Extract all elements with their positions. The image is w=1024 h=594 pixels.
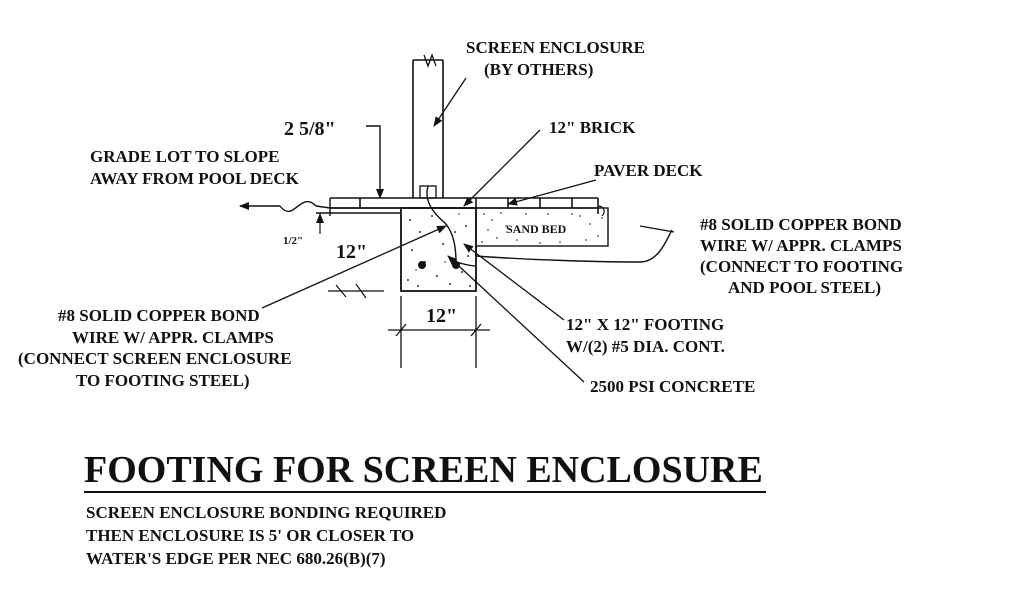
dim-top-label: 2 5/8" — [284, 118, 336, 140]
label-bond-left-4: TO FOOTING STEEL) — [76, 371, 250, 390]
label-bond-left-2: WIRE W/ APPR. CLAMPS — [72, 328, 274, 347]
label-footing-1: 12" X 12" FOOTING — [566, 315, 724, 334]
leaders — [261, 77, 675, 383]
title-underline — [84, 491, 766, 493]
note-line-2: THEN ENCLOSURE IS 5' OR CLOSER TO — [86, 526, 415, 545]
dim-height-ticks — [328, 283, 384, 299]
label-grade-2: AWAY FROM POOL DECK — [90, 169, 300, 188]
sand-bed: SAND BED — [475, 207, 609, 247]
label-bond-right-4: AND POOL STEEL) — [728, 278, 881, 297]
note-line-3: WATER'S EDGE PER NEC 680.26(B)(7) — [86, 549, 386, 568]
label-brick: 12" BRICK — [549, 118, 636, 137]
footing — [400, 185, 477, 292]
note-line-1: SCREEN ENCLOSURE BONDING REQUIRED — [86, 503, 447, 522]
label-concrete: 2500 PSI CONCRETE — [590, 377, 755, 396]
grade-line — [239, 198, 400, 216]
dim-width — [388, 296, 490, 368]
label-by-others: (BY OTHERS) — [484, 60, 593, 79]
dim-width-label: 12" — [426, 305, 457, 327]
rebar-left — [418, 261, 426, 269]
label-grade-1: GRADE LOT TO SLOPE — [90, 147, 279, 166]
label-screen-enclosure: SCREEN ENCLOSURE — [466, 38, 645, 57]
drawing-title: FOOTING FOR SCREEN ENCLOSURE — [84, 449, 763, 491]
label-footing-2: W/(2) #5 DIA. CONT. — [566, 337, 725, 356]
dim-height-label: 12" — [336, 241, 367, 263]
label-bond-left-1: #8 SOLID COPPER BOND — [58, 306, 260, 325]
screen-post — [412, 53, 444, 199]
bonding-note: SCREEN ENCLOSURE BONDING REQUIRED THEN E… — [86, 501, 446, 570]
label-paver-deck: PAVER DECK — [594, 161, 703, 180]
dim-top — [366, 125, 384, 199]
label-bond-right-1: #8 SOLID COPPER BOND — [700, 215, 902, 234]
label-bond-right-3: (CONNECT TO FOOTING — [700, 257, 903, 276]
label-bond-left-3: (CONNECT SCREEN ENCLOSURE — [18, 349, 292, 368]
pool-bond-wire — [475, 229, 673, 263]
label-bond-right-2: WIRE W/ APPR. CLAMPS — [700, 236, 902, 255]
sand-bed-label: SAND BED — [506, 222, 567, 236]
dim-small-label: 1/2" — [283, 235, 303, 247]
